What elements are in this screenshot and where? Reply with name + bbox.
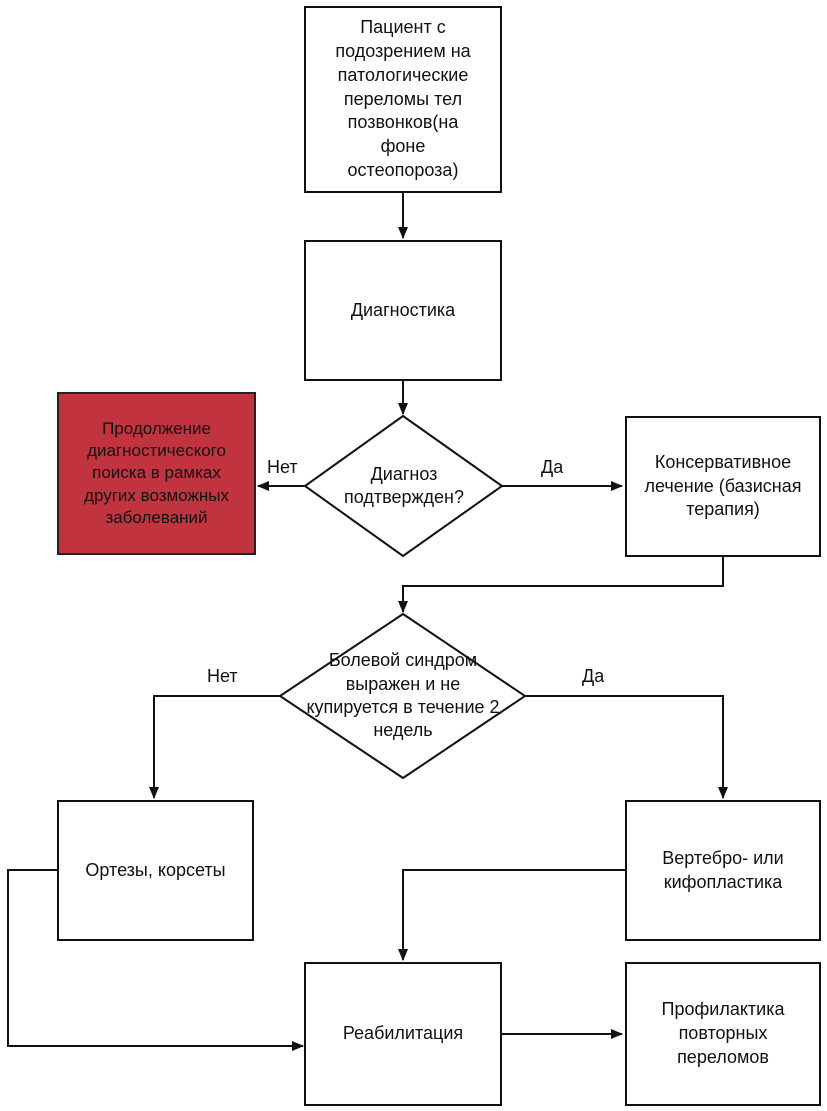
edge-conservative-to-pain (398, 557, 724, 613)
diagnostics-node-text: Диагностика (350, 299, 456, 320)
pain-decision-text: Болевой синдром выражен и не купируется … (306, 650, 500, 741)
rehabilitation-node-text: Реабилитация (342, 1023, 464, 1044)
edge-pain-no (149, 695, 280, 799)
orthoses-node: Ортезы, корсеты (57, 800, 254, 941)
pain-decision-shape (278, 612, 527, 780)
edge-vertebro-to-rehab (398, 869, 625, 961)
edge-pain-yes (525, 695, 728, 799)
rehabilitation-node: Реабилитация (304, 962, 502, 1106)
orthoses-node-text: Ортезы, корсеты (85, 859, 226, 880)
patient-node-text: Пациент с подозрением на патологические … (335, 17, 471, 180)
prevention-node-text: Профилактика повторных переломов (661, 999, 785, 1067)
edge-orthoses-to-rehab (7, 869, 304, 1051)
conservative-node: Консервативное лечение (базисная терапия… (625, 416, 821, 557)
diagnosis-decision-text: Диагноз подтвержден? (344, 463, 464, 507)
diagnosis-decision-shape (303, 414, 504, 558)
pain-yes-label: Да (582, 666, 605, 686)
diagnostics-node: Диагностика (304, 240, 502, 381)
diagnosis-yes-label: Да (541, 457, 564, 477)
continue-search-node-text: Продолжение диагностического поиска в ра… (84, 419, 229, 527)
diagnosis-no-label: Нет (267, 457, 298, 477)
vertebroplasty-node: Вертебро- или кифопластика (625, 800, 821, 941)
patient-node: Пациент с подозрением на патологические … (304, 6, 502, 193)
pain-no-label: Нет (207, 666, 238, 686)
continue-search-node: Продолжение диагностического поиска в ра… (57, 392, 256, 555)
vertebroplasty-node-text: Вертебро- или кифопластика (662, 847, 784, 892)
prevention-node: Профилактика повторных переломов (625, 962, 821, 1106)
conservative-node-text: Консервативное лечение (базисная терапия… (644, 451, 802, 520)
